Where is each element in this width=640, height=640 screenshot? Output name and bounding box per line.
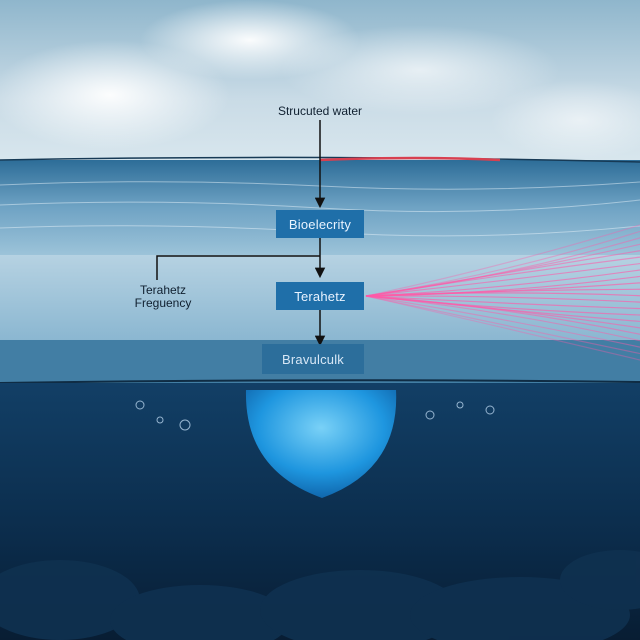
box-bioelectricity: Bioelecrity — [276, 210, 364, 238]
beam-ray — [365, 295, 640, 361]
terahertz-beam — [365, 224, 640, 361]
side-label: Terahetz Freguency — [118, 284, 208, 310]
beam-ray — [365, 295, 640, 348]
beam-ray — [365, 262, 640, 297]
beam-ray — [365, 295, 640, 342]
side-label-line2: Freguency — [134, 296, 192, 310]
side-label-line1: Terahetz — [139, 283, 187, 297]
beam-ray — [365, 224, 640, 297]
box-bottom: Bravulculk — [262, 344, 364, 374]
glowing-water-drop — [245, 390, 397, 498]
beam-ray — [365, 295, 640, 335]
bubbles — [135, 400, 495, 431]
seabed-rocks — [0, 550, 640, 640]
beam-ray — [365, 295, 640, 310]
beam-ray — [365, 292, 640, 297]
red-surface-streak — [319, 156, 501, 162]
beam-ray — [365, 256, 640, 297]
side-connector — [156, 255, 320, 280]
waterline — [0, 379, 640, 384]
top-label: Strucuted water — [277, 104, 363, 118]
clouds — [0, 0, 640, 160]
beam-ray — [365, 295, 640, 355]
box-terahertz: Terahetz — [276, 282, 364, 310]
beam-ray — [365, 295, 640, 303]
